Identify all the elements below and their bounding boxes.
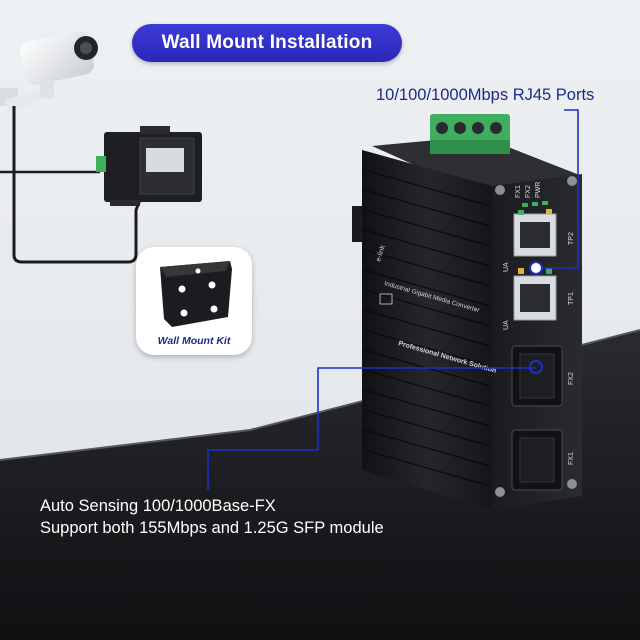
rj45-port-tp2 (513, 209, 557, 257)
sfp-port-fx1 (511, 429, 563, 491)
port-label-fx2: FX2 (568, 372, 575, 385)
camera-cable (12, 106, 142, 264)
brand-logo-text: e-link (375, 244, 387, 263)
sfp-callout-dot (529, 360, 543, 374)
wall-installed-converter (96, 126, 202, 206)
wall-mount-kit-label: Wall Mount Kit (157, 335, 231, 347)
sfp-port-fx2 (511, 345, 563, 407)
port-label-fx1: FX1 (568, 452, 575, 465)
led-label-fx2: FX2 (525, 185, 532, 198)
rj45-callout-dot (529, 261, 543, 275)
led-label-pwr: PWR (535, 182, 542, 198)
device-top (372, 136, 582, 190)
led-label-fx1: FX1 (515, 185, 522, 198)
device-front (492, 174, 582, 510)
device-side (362, 150, 492, 510)
port-label-tp2: TP2 (568, 232, 575, 245)
port-side-label: UA (503, 262, 510, 272)
mounting-bracket-icon (160, 261, 232, 327)
screw-icon (495, 487, 505, 497)
port-label-tp1: TP1 (568, 292, 575, 305)
rj45-callout-line (537, 109, 579, 269)
rj45-ports-callout: 10/100/1000Mbps RJ45 Ports (376, 86, 595, 104)
wall-mount-kit-card: Wall Mount Kit (136, 247, 252, 355)
rj45-port-tp1 (513, 268, 557, 321)
callout-lines (207, 109, 579, 490)
status-leds (522, 201, 548, 207)
sfp-callout-line1: Auto Sensing 100/1000Base-FX (40, 497, 276, 515)
terminal-block (430, 114, 510, 154)
security-camera (0, 31, 98, 112)
ethernet-icon (379, 293, 393, 305)
screw-icon (567, 479, 577, 489)
sfp-callout-line2: Support both 155Mbps and 1.25G SFP modul… (40, 519, 384, 537)
screw-icon (567, 176, 577, 186)
sfp-callout-line (207, 367, 536, 490)
port-side-label: UA (503, 320, 510, 330)
screw-icon (495, 185, 505, 195)
page-title: Wall Mount Installation (132, 24, 402, 62)
